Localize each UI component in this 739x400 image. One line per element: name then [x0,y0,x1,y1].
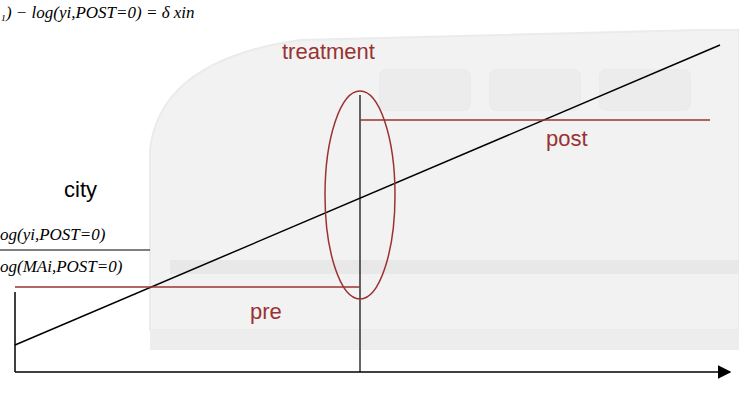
treatment-line [359,95,360,372]
level-line [0,249,150,250]
axis-label: city [64,178,97,202]
pre-level [15,286,360,288]
jump-ellipse [325,91,395,299]
phase-label: treatment [282,40,375,64]
x-axis [15,371,730,373]
y-axis [14,292,16,372]
formula: og(yi,POST=0) [0,226,105,245]
phase-label: post [546,127,588,151]
faded-train [150,30,739,350]
post-level [360,119,710,121]
formula: ₁) − log(yi,POST=0) = δ xin [0,4,195,23]
formula: og(MAi,POST=0) [0,258,122,277]
trend-line [15,45,720,345]
phase-label: pre [250,300,282,324]
